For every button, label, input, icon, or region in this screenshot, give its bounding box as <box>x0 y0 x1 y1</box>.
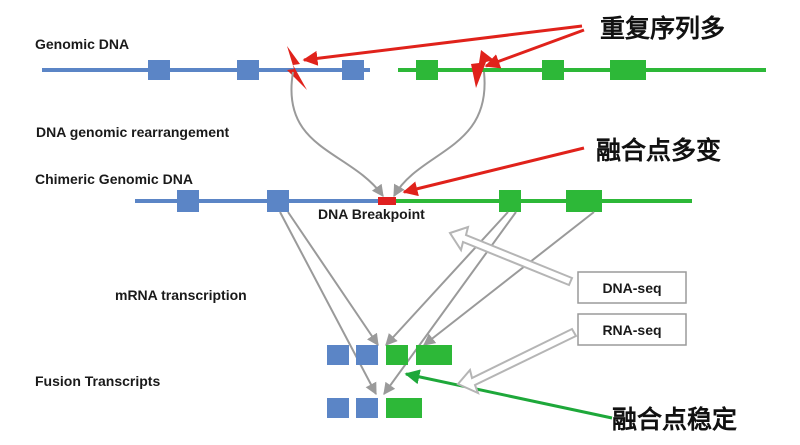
rna-seq-box <box>577 313 687 346</box>
dna-seq-label: DNA-seq <box>602 280 661 296</box>
gene-b-exon <box>416 60 438 80</box>
rearrangement-label: DNA genomic rearrangement <box>36 124 230 140</box>
transcription-arrow <box>385 211 509 346</box>
repeats-arrow <box>484 28 585 69</box>
dna-seq-box <box>577 271 687 304</box>
dna-seq-hollow-arrow <box>448 225 574 287</box>
fusion-variable-annotation: 融合点多变 <box>596 136 721 165</box>
gene-a-exon <box>342 60 364 80</box>
chimeric-exon-a <box>267 190 289 212</box>
gene-b-exon <box>542 60 564 80</box>
transcript-exon-a <box>327 398 349 418</box>
transcript-exon-b <box>416 345 452 365</box>
breakpoint-label: DNA Breakpoint <box>318 206 425 222</box>
fusion-variable-arrow <box>402 146 585 197</box>
transcript-exon-a <box>356 398 378 418</box>
repeats-arrow <box>302 24 583 66</box>
chimeric-exon-a <box>177 190 199 212</box>
break-lightning-icon <box>287 46 307 90</box>
transcription-arrow <box>279 211 377 396</box>
transcript-exon-b <box>386 398 422 418</box>
rna-seq-hollow-arrow <box>456 327 578 395</box>
chimeric-exon-b <box>499 190 521 212</box>
chimeric-breakpoint <box>378 197 396 205</box>
genomic-dna-label: Genomic DNA <box>35 36 129 52</box>
transcript-exon-a <box>327 345 349 365</box>
gene-a-exon <box>148 60 170 80</box>
gene-b-exon <box>610 60 646 80</box>
transcription-arrow <box>423 211 595 346</box>
fusion-stable-annotation: 融合点稳定 <box>612 405 737 434</box>
rearrangement-curve <box>393 71 486 198</box>
gene-a-exon <box>237 60 259 80</box>
transcription-label: mRNA transcription <box>115 287 247 303</box>
transcript-exon-a <box>356 345 378 365</box>
rna-seq-label: RNA-seq <box>602 322 661 338</box>
fusion-label: Fusion Transcripts <box>35 373 160 389</box>
chimeric-label: Chimeric Genomic DNA <box>35 171 193 187</box>
repeats-annotation: 重复序列多 <box>600 14 725 43</box>
transcript-exon-b <box>386 345 408 365</box>
rearrangement-curve <box>290 71 384 197</box>
chimeric-exon-b <box>566 190 602 212</box>
fusion-stable-arrow <box>404 369 613 420</box>
transcription-arrow <box>287 211 379 346</box>
